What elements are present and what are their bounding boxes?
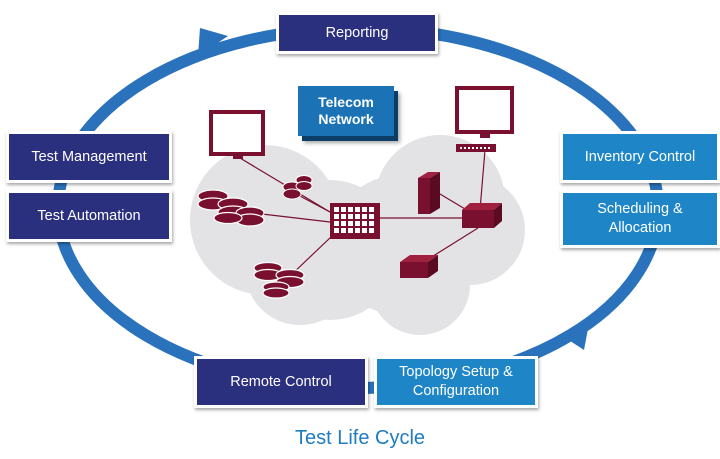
storage-cluster-bottom-icon — [253, 261, 305, 299]
stage-remote-control: Remote Control — [194, 356, 368, 408]
server-tower-icon — [418, 172, 440, 214]
storage-cluster-left-icon — [197, 189, 265, 227]
stage-test-automation: Test Automation — [6, 190, 172, 242]
network-links — [239, 149, 486, 277]
diagram-caption: Test Life Cycle — [294, 427, 426, 449]
ring-arrow-top-left-icon — [198, 28, 228, 56]
stage-inventory-control: Inventory Control — [560, 131, 720, 183]
ring-arrow-bottom-right-icon — [561, 318, 590, 350]
stage-reporting: Reporting — [276, 12, 438, 54]
router-box-bottom-icon — [400, 255, 438, 278]
telecom-network-label: Telecom Network — [298, 86, 394, 136]
stage-topology-setup: Topology Setup & Configuration — [374, 356, 538, 408]
monitor-left-icon — [209, 110, 265, 159]
network-switch-icon — [330, 203, 380, 239]
router-box-right-icon — [462, 203, 502, 228]
stage-test-management: Test Management — [6, 131, 172, 183]
stage-scheduling-allocation: Scheduling & Allocation — [560, 190, 720, 248]
monitor-right-icon — [455, 86, 514, 152]
database-small-icon — [282, 175, 313, 200]
